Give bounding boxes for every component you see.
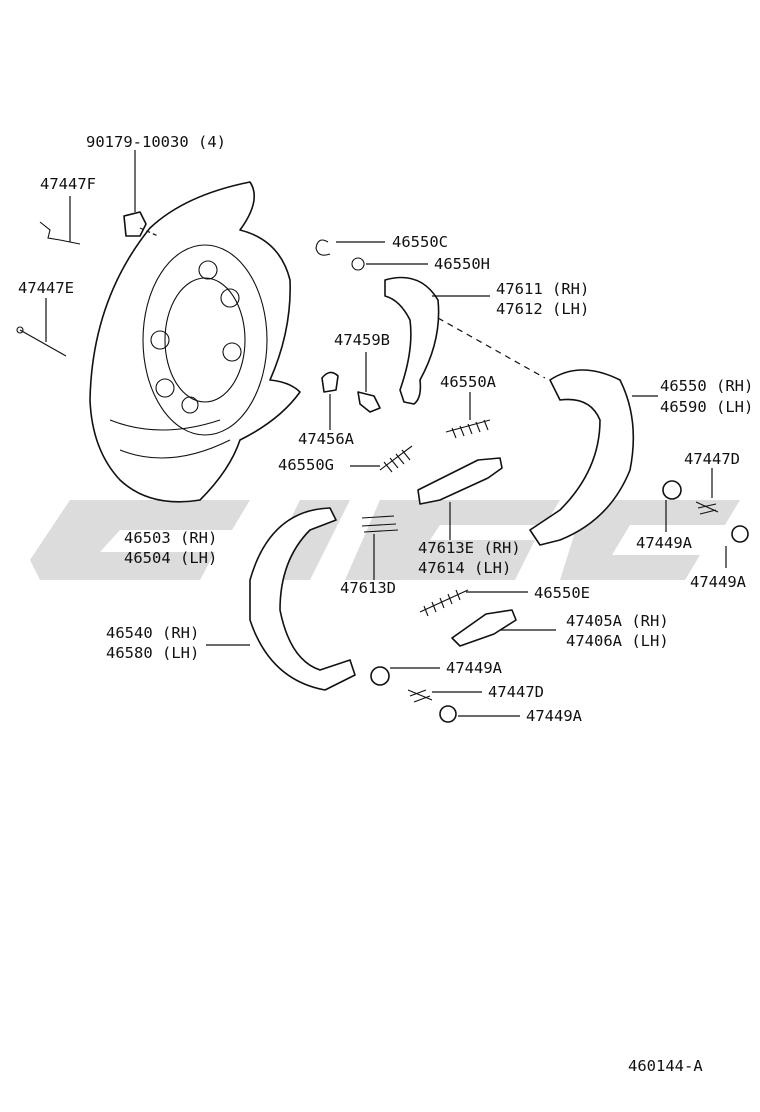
label-47449A-bot: 47449A [526, 707, 583, 725]
label-46550E: 46550E [534, 584, 590, 602]
label-47612: 47612 (LH) [496, 300, 589, 318]
label-47611: 47611 (RH) [496, 280, 589, 298]
label-46503: 46503 (RH) [124, 529, 217, 547]
washer-46550H [351, 257, 428, 271]
diagram-code: 460144-A [628, 1057, 703, 1075]
label-47456A: 47456A [298, 430, 355, 448]
label-46550C: 46550C [392, 233, 448, 251]
label-46550A: 46550A [440, 373, 497, 391]
backing-plate [89, 181, 301, 503]
spring-46550G [350, 445, 413, 473]
label-46550H: 46550H [434, 255, 490, 273]
washer-47449A-right [662, 480, 682, 532]
label-47447D-bot: 47447D [488, 683, 544, 701]
label-46550G: 46550G [278, 456, 334, 474]
label-47459B: 47459B [334, 331, 390, 349]
label-47449A-mid: 47449A [446, 659, 503, 677]
lever-47611 [384, 276, 546, 405]
washer-47449A-mid [370, 666, 440, 686]
label-46550-rh: 46550 (RH) [660, 377, 753, 395]
label-47447E: 47447E [18, 279, 74, 297]
label-47613D: 47613D [340, 579, 396, 597]
label-47614: 47614 (LH) [418, 559, 511, 577]
label-46590-lh: 46590 (LH) [660, 398, 753, 416]
spring-clip-47447F [39, 196, 81, 245]
label-47449A-far: 47449A [690, 573, 747, 591]
label-47406A: 47406A (LH) [566, 632, 669, 650]
spring-47447D-bot [407, 689, 482, 703]
pin-47447E [16, 298, 67, 357]
label-90179-10030: 90179-10030 (4) [86, 133, 226, 151]
washer-47449A-bot [439, 705, 520, 723]
label-47405A: 47405A (RH) [566, 612, 669, 630]
label-47449A-right: 47449A [636, 534, 693, 552]
plate-47456A [321, 371, 339, 430]
shoe-46550 [529, 369, 658, 546]
shoe-46540 [206, 507, 356, 691]
spring-47613D [361, 515, 399, 580]
adjuster-47405A [451, 609, 556, 647]
label-46504: 46504 (LH) [124, 549, 217, 567]
clip-46550C [315, 239, 385, 256]
label-46540: 46540 (RH) [106, 624, 199, 642]
label-47447F: 47447F [40, 175, 96, 193]
strut-47613E [417, 457, 503, 540]
pin-47459B [357, 352, 381, 413]
spring-46550E [419, 589, 528, 617]
spring-46550A [445, 392, 491, 439]
washer-47449A-far [725, 525, 749, 568]
label-47447D-top: 47447D [684, 450, 740, 468]
spring-47447D-top [695, 468, 719, 515]
label-47613E: 47613E (RH) [418, 539, 521, 557]
bolt-part [123, 150, 159, 237]
label-46580: 46580 (LH) [106, 644, 199, 662]
